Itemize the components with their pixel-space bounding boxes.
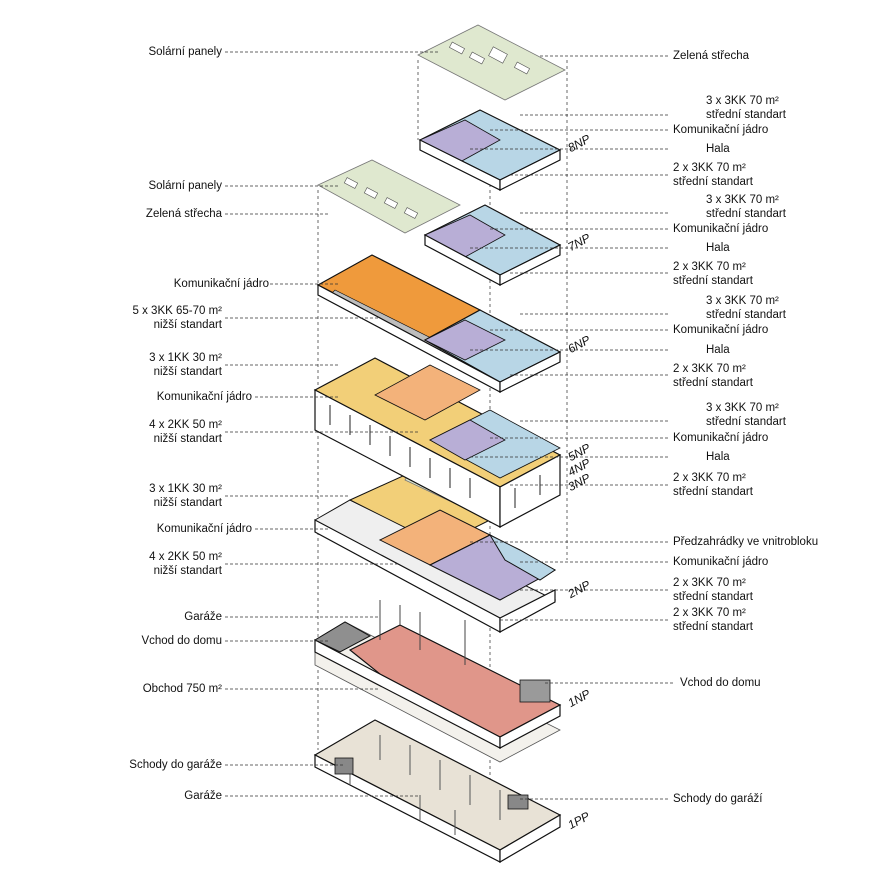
label-5np-3x3kk-line1: 3 x 3KK 70 m² <box>706 402 779 414</box>
label-2np-a-line2: střední standart <box>673 591 753 603</box>
label-garage-stairs-left: Schody do garáže <box>129 759 222 771</box>
label-6np-2x3kk-line2: střední standart <box>673 377 753 389</box>
label-4x2kk-a-line2: nižší standart <box>153 433 222 445</box>
label-garage-stairs-right: Schody do garáží <box>673 793 763 805</box>
roof-green-left <box>317 159 461 234</box>
level-1np <box>313 600 562 763</box>
label-green-roof-mid: Zelená střecha <box>145 208 222 220</box>
level-1pp <box>313 719 562 864</box>
label-front-gardens: Předzahrádky ve vnitrobloku <box>673 536 819 548</box>
label-8np-3x3kk-line1: 3 x 3KK 70 m² <box>706 95 779 107</box>
label-6np-core: Komunikační jádro <box>673 324 769 336</box>
label-8np-hala: Hala <box>706 143 730 155</box>
label-entrance-right: Vchod do domu <box>680 677 761 689</box>
label-5np-core: Komunikační jádro <box>673 432 769 444</box>
label-7np-3x3kk-line1: 3 x 3KK 70 m² <box>706 194 779 206</box>
label-3x1kk-b-line2: nižší standart <box>153 497 222 509</box>
label-5x3kk-line1: 5 x 3KK 65-70 m² <box>132 305 222 317</box>
label-3x1kk-a-line2: nižší standart <box>153 366 222 378</box>
label-2np-a-line1: 2 x 3KK 70 m² <box>673 577 746 589</box>
label-solar-panels-mid: Solární panely <box>148 180 222 192</box>
label-3x1kk-b-line1: 3 x 1KK 30 m² <box>149 483 222 495</box>
label-5np-hala: Hala <box>706 451 730 463</box>
label-2np-b-line2: střední standart <box>673 621 753 633</box>
label-4x2kk-b-line1: 4 x 2KK 50 m² <box>149 551 222 563</box>
label-5np-2x3kk-line1: 2 x 3KK 70 m² <box>673 472 746 484</box>
label-7np-2x3kk-line2: střední standart <box>673 275 753 287</box>
label-3x1kk-a-line1: 3 x 1KK 30 m² <box>149 352 222 364</box>
label-2np-core: Komunikační jádro <box>673 556 769 568</box>
label-8np-core: Komunikační jádro <box>673 124 769 136</box>
label-5np-3x3kk-line2: střední standart <box>706 416 786 428</box>
label-garaze-bottom: Garáže <box>184 790 222 802</box>
label-4x2kk-a-line1: 4 x 2KK 50 m² <box>149 419 222 431</box>
label-6np-2x3kk-line1: 2 x 3KK 70 m² <box>673 363 746 375</box>
label-7np-2x3kk-line1: 2 x 3KK 70 m² <box>673 261 746 273</box>
label-6np-3x3kk-line1: 3 x 3KK 70 m² <box>706 295 779 307</box>
label-8np-3x3kk-line2: střední standart <box>706 109 786 121</box>
level-2np <box>314 471 557 634</box>
level-8np <box>418 109 562 191</box>
label-5x3kk-line2: nižší standart <box>153 319 222 331</box>
label-6np-hala: Hala <box>706 344 730 356</box>
label-7np-hala: Hala <box>706 242 730 254</box>
left-leaders <box>225 51 440 797</box>
right-leaders <box>470 55 675 800</box>
label-8np-2x3kk-line2: střední standart <box>673 176 753 188</box>
level-7np <box>423 204 562 286</box>
label-entrance-left: Vchod do domu <box>141 635 222 647</box>
label-7np-3x3kk-line2: střední standart <box>706 208 786 220</box>
label-4x2kk-b-line2: nižší standart <box>153 565 222 577</box>
label-core-yellow: Komunikační jádro <box>156 391 252 403</box>
label-green-roof-top: Zelená střecha <box>673 50 750 62</box>
label-core-2np: Komunikační jádro <box>156 523 252 535</box>
label-5np-2x3kk-line2: střední standart <box>673 486 753 498</box>
label-solar-panels-top: Solární panely <box>148 46 222 58</box>
label-8np-2x3kk-line1: 2 x 3KK 70 m² <box>673 162 746 174</box>
label-6np-3x3kk-line2: střední standart <box>706 309 786 321</box>
label-shop: Obchod 750 m² <box>142 683 222 695</box>
label-7np-core: Komunikační jádro <box>673 223 769 235</box>
label-garaze-top: Garáže <box>184 611 222 623</box>
roof-green-top <box>417 24 566 101</box>
label-core-orange: Komunikační jádro <box>173 278 269 290</box>
label-2np-b-line1: 2 x 3KK 70 m² <box>673 607 746 619</box>
level-3-5np <box>313 357 562 528</box>
